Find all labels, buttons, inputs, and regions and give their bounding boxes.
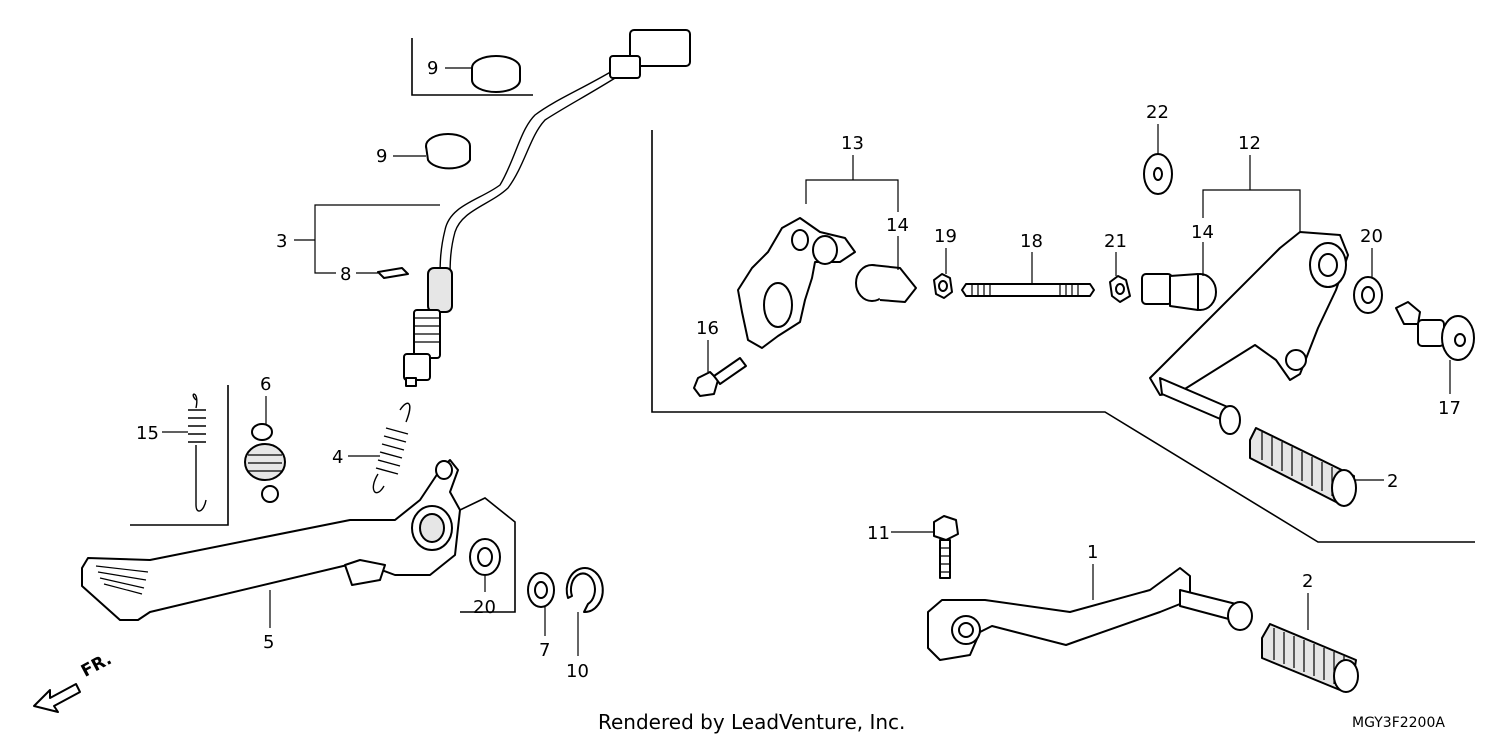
callout-2-upper: 2 — [1387, 471, 1398, 492]
washer-7 — [527, 572, 555, 608]
callout-21: 21 — [1104, 231, 1127, 252]
box-shift-assembly — [651, 130, 1475, 543]
rod-18 — [961, 283, 1095, 297]
callout-20-upper: 20 — [1360, 226, 1383, 247]
render-credit: Rendered by LeadVenture, Inc. — [598, 710, 906, 734]
spring-15 — [188, 393, 207, 512]
nut-19 — [933, 273, 953, 299]
spring-6 — [244, 423, 286, 503]
gearshift-pedal-1 — [927, 567, 1253, 661]
bolt-17 — [1395, 301, 1475, 361]
rubber-2-lower — [1261, 623, 1359, 693]
rubber-2-upper — [1249, 427, 1357, 507]
callout-15: 15 — [136, 423, 159, 444]
callout-6: 6 — [260, 374, 271, 395]
clip-9-lower — [425, 133, 471, 170]
box-spring-15 — [130, 385, 229, 526]
joint-14-right — [1141, 273, 1217, 311]
callout-5: 5 — [263, 632, 274, 653]
box-washer-20 — [459, 497, 516, 613]
callout-14-left: 14 — [886, 215, 909, 236]
callout-13: 13 — [841, 133, 864, 154]
leader-lines — [162, 67, 1451, 656]
bolt-11 — [933, 515, 959, 579]
callout-2-lower: 2 — [1302, 571, 1313, 592]
callout-9-upper: 9 — [427, 58, 438, 79]
callout-16: 16 — [696, 318, 719, 339]
callout-10: 10 — [566, 661, 589, 682]
callout-22: 22 — [1146, 102, 1169, 123]
nut-21 — [1109, 275, 1131, 303]
callout-8: 8 — [340, 264, 351, 285]
connector-icon — [629, 29, 691, 67]
washer-20-upper — [1353, 276, 1383, 314]
front-direction-arrow-icon — [33, 683, 81, 713]
box-clip-9 — [411, 38, 533, 96]
brake-pedal-5 — [81, 459, 461, 621]
lever-13 — [737, 217, 856, 349]
callout-11: 11 — [867, 523, 890, 544]
callout-17: 17 — [1438, 398, 1461, 419]
callout-19: 19 — [934, 226, 957, 247]
callout-3: 3 — [276, 231, 287, 252]
callout-18: 18 — [1020, 231, 1043, 252]
washer-22 — [1143, 153, 1173, 195]
callout-14-right: 14 — [1191, 222, 1214, 243]
callout-4: 4 — [332, 447, 343, 468]
bolt-16 — [693, 357, 747, 397]
diagram-code: MGY3F2200A — [1352, 715, 1445, 731]
washer-20-lower — [469, 538, 501, 576]
callout-20-lower: 20 — [473, 597, 496, 618]
shift-arm-12 — [1149, 231, 1349, 435]
callout-7: 7 — [539, 640, 550, 661]
callout-12: 12 — [1238, 133, 1261, 154]
circlip-10 — [565, 567, 604, 614]
joint-14-left — [855, 264, 917, 303]
callout-1: 1 — [1087, 542, 1098, 563]
clip-9-upper — [471, 55, 521, 93]
stop-switch-harness — [403, 29, 691, 387]
clip-8 — [377, 267, 409, 279]
callout-9-lower: 9 — [376, 146, 387, 167]
spring-4 — [372, 402, 411, 494]
